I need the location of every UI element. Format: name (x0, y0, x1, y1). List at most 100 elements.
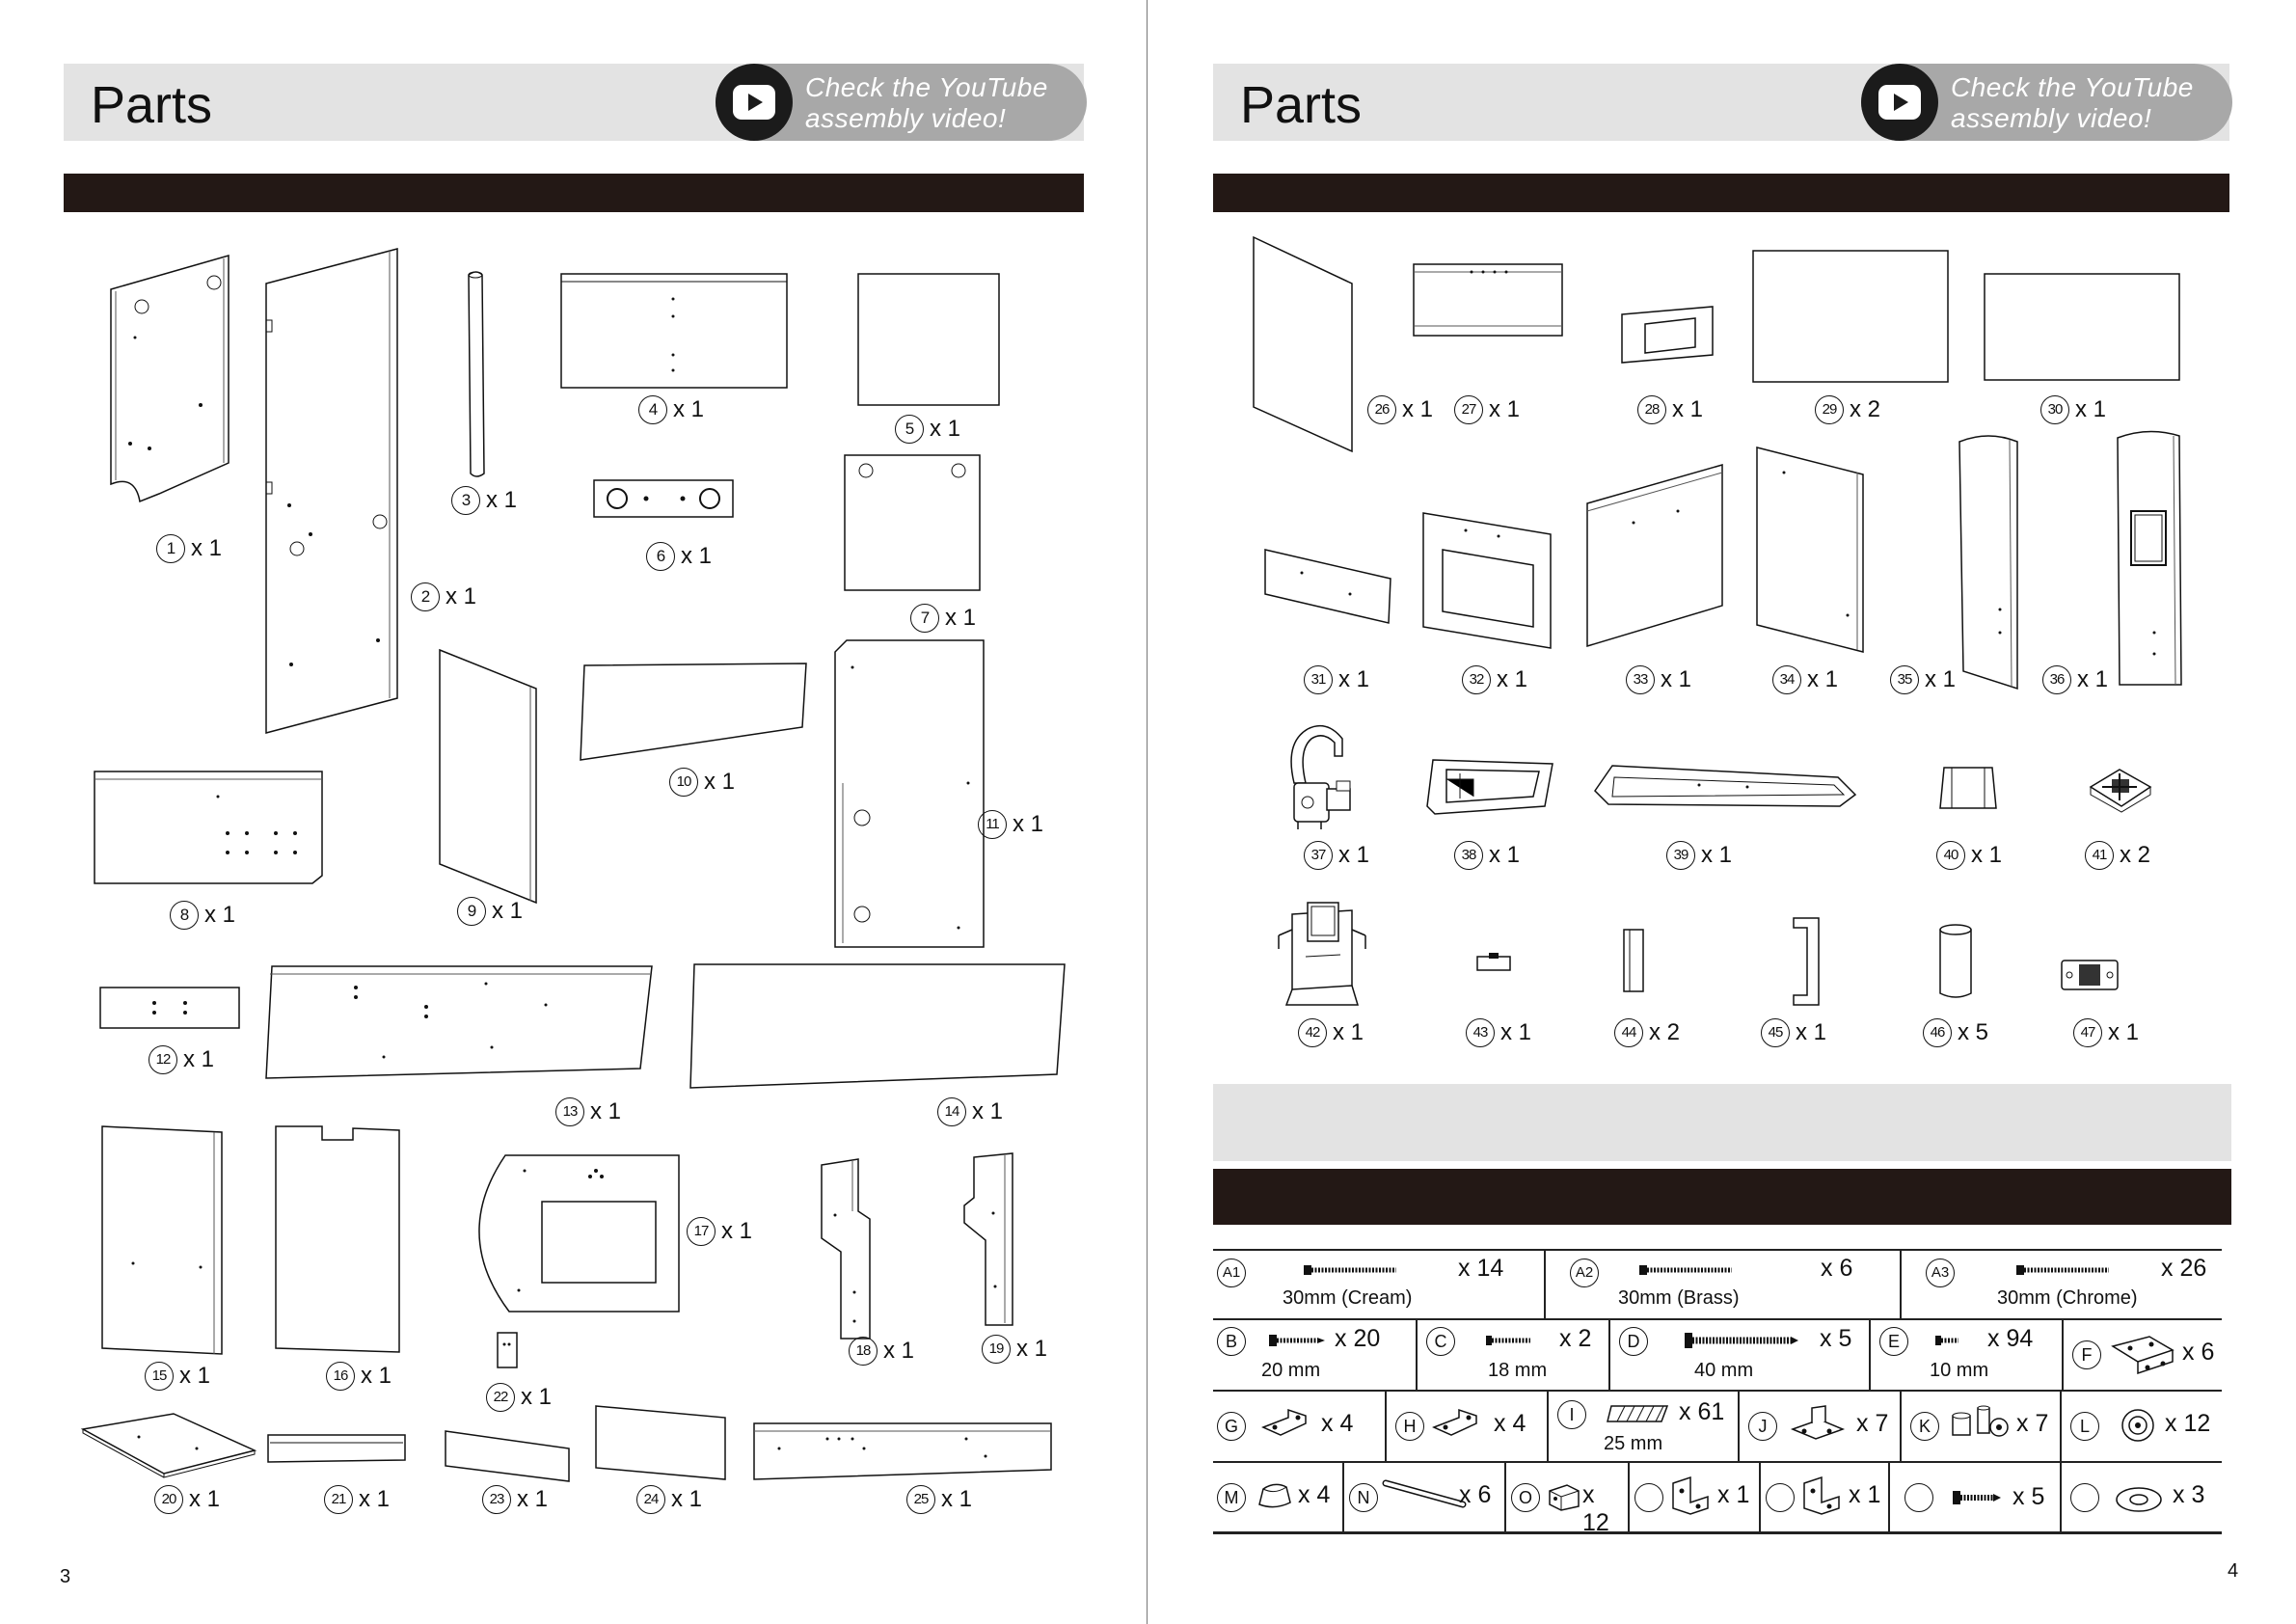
part-16-drawing (275, 1125, 400, 1353)
section-bar (1213, 174, 2229, 212)
page-divider (1147, 0, 1148, 1624)
part-12-drawing (99, 987, 240, 1029)
part-34-drawing (1756, 447, 1864, 653)
hardware-qty: x 20 (1335, 1325, 1381, 1352)
part-number: 17 (687, 1217, 716, 1246)
youtube-video-link[interactable]: Check the YouTube assembly video! (716, 64, 1087, 141)
hardware-qty: x 1 (1849, 1481, 1881, 1508)
part-qty: x 1 (1333, 1019, 1364, 1045)
part-number: 34 (1772, 665, 1801, 694)
dowel-icon (1607, 1405, 1669, 1422)
part-qty: x 1 (2108, 1019, 2140, 1045)
screw-icon (1935, 1336, 1958, 1345)
part-number: 9 (457, 897, 486, 926)
video-line-2: assembly video! (805, 103, 1007, 133)
left-header: Parts Check the YouTube assembly video! (64, 64, 1087, 141)
part-qty: x 1 (361, 1363, 392, 1389)
part-number: 38 (1454, 841, 1483, 870)
table-line (1213, 1531, 2222, 1534)
part-number: 13 (555, 1097, 584, 1126)
youtube-video-link[interactable]: Check the YouTube assembly video! (1861, 64, 2232, 141)
hardware-cell-n: N x 6 (1343, 1462, 1504, 1531)
part-number: 28 (1637, 395, 1666, 424)
hardware-letter: N (1349, 1483, 1378, 1512)
part-qty: x 1 (1489, 842, 1521, 868)
part-number: 44 (1614, 1018, 1643, 1047)
part-number: 47 (2073, 1018, 2102, 1047)
table-line (1547, 1390, 1549, 1461)
part-number: 15 (145, 1362, 174, 1391)
table-line (1385, 1390, 1387, 1461)
play-icon (1861, 64, 1938, 141)
l-bracket-icon (1803, 1475, 1840, 1515)
table-line (1544, 1249, 1546, 1318)
hardware-cell-e: E x 94 10 mm (1870, 1319, 2062, 1390)
part-qty: x 1 (189, 1486, 221, 1512)
part-number: 36 (2042, 665, 2071, 694)
page-number: 3 (60, 1566, 71, 1587)
header-title: Parts (1240, 76, 1363, 134)
part-qty: x 1 (446, 583, 477, 609)
table-line (1738, 1390, 1740, 1461)
hardware-qty: x 6 (2182, 1339, 2215, 1366)
part-36-drawing (2117, 430, 2182, 686)
hardware-header-band (1213, 1084, 2231, 1161)
hardware-qty: x 3 (2173, 1481, 2205, 1508)
part-25-drawing (753, 1422, 1052, 1480)
part-qty: x 1 (1013, 811, 1044, 837)
part-qty: x 1 (179, 1363, 211, 1389)
hardware-letter: A3 (1926, 1259, 1955, 1287)
video-line-1: Check the YouTube (805, 72, 1048, 102)
part-40-drawing (1939, 767, 1997, 809)
hardware-size: 30mm (Cream) (1283, 1287, 1413, 1309)
part-4-drawing (560, 273, 788, 389)
part-qty: x 1 (1402, 396, 1434, 422)
screw-icon (1639, 1265, 1732, 1275)
part-qty: x 2 (1649, 1019, 1681, 1045)
hardware-letter: D (1619, 1327, 1648, 1356)
hardware-letter: G (1217, 1412, 1246, 1441)
part-qty: x 1 (1672, 396, 1704, 422)
part-29-drawing (1752, 250, 1949, 383)
part-number: 7 (910, 604, 939, 633)
hardware-letter: J (1748, 1412, 1777, 1441)
bracket-icon (1261, 1408, 1307, 1436)
hardware-letter: I (1557, 1400, 1586, 1429)
hardware-cell-f: F x 6 (2063, 1319, 2222, 1390)
part-number: 43 (1466, 1018, 1495, 1047)
part-3-drawing (468, 271, 485, 477)
part-number: 12 (149, 1045, 177, 1074)
hardware-qty: x 6 (1821, 1255, 1853, 1282)
part-number: 41 (2085, 841, 2114, 870)
part-qty: x 1 (486, 487, 518, 513)
hardware-qty: x 14 (1458, 1255, 1504, 1282)
part-number: 25 (906, 1485, 935, 1514)
right-page: Parts Check the YouTube assembly video! … (1148, 0, 2296, 1624)
part-30-drawing (1984, 273, 2180, 381)
part-18-drawing (821, 1158, 871, 1340)
corner-block-icon (1549, 1484, 1580, 1511)
part-number: 29 (1815, 395, 1844, 424)
part-qty: x 1 (1925, 666, 1957, 692)
part-qty: x 1 (1497, 666, 1528, 692)
cam-lock-icon (1952, 1405, 2009, 1437)
part-number: 5 (895, 415, 924, 444)
hardware-cell-blank-3: x 5 (1889, 1462, 2060, 1531)
hardware-size: 20 mm (1261, 1360, 1321, 1381)
part-46-drawing (1939, 924, 1972, 998)
part-6-drawing (593, 479, 734, 518)
